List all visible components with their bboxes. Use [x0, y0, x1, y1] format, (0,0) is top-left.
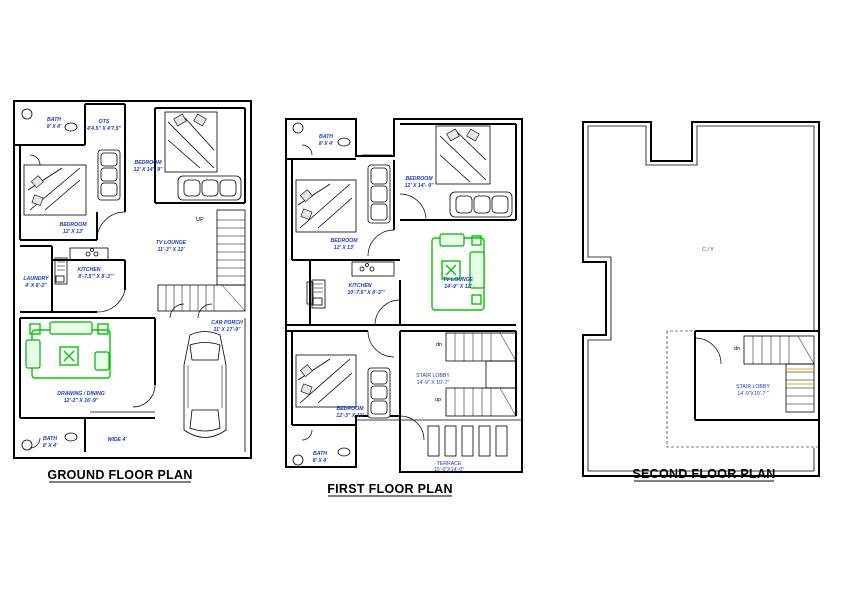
- ff-wardrobe-icon: [367, 164, 391, 224]
- sf-cy-label: C / Y: [702, 247, 714, 253]
- ff-tv-lounge-label: TV LOUNGE: [443, 277, 474, 283]
- sf-door: [694, 337, 722, 365]
- second-floor-plan: C / Y STAIR LOBBY 14'-9"X10'-7 " dn SECO…: [582, 121, 820, 482]
- gf-drawing-size: 12'-2" X 16'-9": [64, 398, 99, 404]
- ff-wardrobe-icon: [367, 367, 391, 419]
- gf-title: GROUND FLOOR PLAN: [47, 468, 192, 482]
- ff-stair-lobby-size: 14'-9" X 10'-7": [417, 380, 450, 386]
- ff-kitchen-counter: [306, 261, 395, 309]
- ff-door: [301, 429, 313, 441]
- gf-wc-icon: [21, 439, 33, 451]
- gf-outer-wall: [13, 100, 252, 459]
- gf-stair: [157, 209, 246, 319]
- ff-basin-icon: [337, 137, 351, 147]
- ff-door: [399, 415, 425, 441]
- gf-bath-bottom-label: BATH: [43, 436, 57, 442]
- gf-laundry-label: LAUNDRY: [23, 276, 49, 282]
- gf-wc-icon: [21, 108, 33, 120]
- gf-bed-icon: [23, 164, 87, 216]
- ff-door: [367, 229, 395, 257]
- gf-bedroom1-label: BEDROOM: [134, 160, 162, 166]
- gf-basin-icon: [64, 122, 78, 132]
- gf-car-porch-label: CAR PORCH: [211, 320, 243, 326]
- ff-bed-icon: [435, 125, 491, 185]
- ff-wc-icon: [292, 454, 304, 466]
- ff-bedroom1-label: BEDROOM: [405, 176, 433, 182]
- ff-kitchen-size: 10'-7.5" X 8'-3"': [347, 290, 385, 296]
- gf-door: [29, 154, 41, 166]
- gf-lounge-furniture: [25, 321, 111, 379]
- ff-bed-icon: [295, 354, 357, 408]
- first-floor-plan: BATH 8' X 4' BEDROOM 12' X 14'- 9" BEDRO…: [285, 118, 523, 497]
- ff-bedroom2-label: BEDROOM: [330, 238, 358, 244]
- sf-stair: [743, 335, 815, 413]
- ff-bath-top-size: 8' X 4': [319, 141, 334, 147]
- ff-bedroom3-label: BEDROOM: [336, 406, 364, 412]
- ff-outer-wall: [285, 118, 523, 473]
- ff-lounge-furniture: [431, 233, 485, 311]
- ff-bedroom3-size: 12'-3" X 13': [336, 413, 364, 419]
- ff-kitchen-label: KITCHEN: [348, 283, 371, 289]
- gf-ots-label: OTS: [99, 119, 110, 125]
- sf-inner-wall: [588, 125, 815, 331]
- gf-door: [96, 289, 126, 313]
- gf-bath-bottom-size: 8' X 4': [43, 443, 58, 449]
- gf-bedroom2-label: BEDROOM: [59, 222, 87, 228]
- gf-car-icon: [183, 331, 227, 438]
- ground-floor-plan: BATH 8' X 4' OTS 4'4.5" X 4'7.5" BEDROOM…: [13, 100, 252, 483]
- gf-drawing-label: DRAWING / DINING: [57, 391, 105, 397]
- ff-door: [374, 299, 401, 326]
- ff-bath-top-label: BATH: [319, 134, 333, 140]
- ff-terrace-label: TERRACE: [437, 461, 462, 467]
- ff-door: [367, 330, 395, 358]
- gf-kitchen-size: 8'-7.5"' X 8'-3"': [78, 274, 114, 280]
- ff-bedroom2-size: 12' X 13': [334, 245, 355, 251]
- ff-sofa-icon: [449, 191, 513, 218]
- gf-up-label: UP: [196, 217, 204, 223]
- gf-laundry-size: 4' X 8'-2": [24, 283, 47, 289]
- ff-stair-lobby-label: STAIR LOBBY: [416, 373, 450, 379]
- gf-bedroom1-size: 12' X 14'- 9": [134, 167, 163, 173]
- ff-bedroom1-size: 12' X 14'- 9": [405, 183, 434, 189]
- gf-bath-top-label: BATH: [47, 117, 61, 123]
- gf-car-porch-size: 11' X 17'-9": [213, 327, 241, 333]
- gf-sofa-icon: [177, 175, 242, 201]
- gf-wardrobe-icon: [97, 149, 121, 201]
- ff-tv-lounge-size: 14'-9" X 12': [444, 284, 472, 290]
- gf-door: [96, 211, 126, 241]
- ff-bed-icon: [295, 179, 357, 233]
- gf-tv-lounge-size: 11'-3" X 12': [157, 247, 185, 253]
- ff-bath-bottom-label: BATH: [313, 451, 327, 457]
- ff-stair: [445, 332, 517, 417]
- gf-door: [132, 384, 156, 408]
- gf-basin-icon: [64, 432, 78, 442]
- ff-dn-label: dn: [436, 342, 442, 348]
- sf-roof-dashed: [666, 330, 820, 448]
- gf-tv-lounge-label: TV LOUNGE: [156, 240, 187, 246]
- ff-bath-bottom-size: 8' X 4': [313, 458, 328, 464]
- sf-stair-lobby-size: 14'-9"X10'-7 ": [737, 391, 768, 397]
- ff-up-label: up: [435, 397, 441, 403]
- ff-wc-icon: [292, 122, 304, 134]
- sf-dn-label: dn: [734, 346, 740, 352]
- ff-terrace-planters: [427, 425, 508, 457]
- ff-title: FIRST FLOOR PLAN: [327, 482, 453, 496]
- ff-terrace-size: 15'-0"X14'-0": [434, 467, 464, 473]
- gf-kitchen-label: KITCHEN: [77, 267, 100, 273]
- gf-bath-top-size: 8' X 4': [47, 124, 62, 130]
- gf-kitchen-counter: [54, 247, 109, 285]
- gf-bed-icon: [164, 111, 218, 173]
- sf-outer-wall: [582, 121, 820, 477]
- gf-bedroom2-size: 12' X 13': [63, 229, 84, 235]
- sf-inner-wall: [587, 126, 815, 472]
- ff-door: [399, 193, 427, 221]
- ff-basin-icon: [337, 447, 351, 457]
- ff-door: [301, 144, 313, 156]
- sf-title: SECOND FLOOR PLAN: [632, 467, 775, 481]
- gf-wide-label: WIDE 4': [107, 437, 127, 443]
- gf-ots-size: 4'4.5" X 4'7.5": [86, 126, 121, 132]
- sf-stair-lobby-label: STAIR LOBBY: [736, 384, 770, 390]
